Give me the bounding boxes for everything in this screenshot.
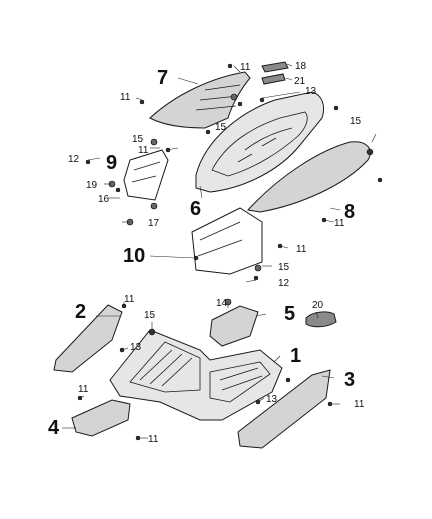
label-17: 17 [148,218,160,229]
part-2-left-side-panel [53,304,123,373]
label-13: 13 [130,342,142,353]
label-11: 11 [148,434,159,445]
label-21: 21 [294,76,306,87]
part-6-storage-compartment [195,91,325,193]
label-2: 2 [75,301,86,323]
label-3: 3 [344,369,355,391]
label-6: 6 [190,198,201,220]
label-11: 11 [124,294,135,305]
label-8: 8 [344,201,355,223]
label-11: 11 [138,145,149,156]
part-3-right-side-panel [237,369,331,449]
label-18: 18 [295,61,307,72]
part-7-front-cover [149,71,251,129]
leader-lines [62,63,377,439]
label-16: 16 [98,194,110,205]
part-10-front-panel [191,207,263,275]
part-5-small-cover [209,305,259,347]
label-11: 11 [240,62,251,73]
label-10: 10 [123,245,145,267]
label-15: 15 [278,262,290,273]
label-4: 4 [48,417,60,439]
label-11: 11 [78,384,89,395]
label-9: 9 [106,152,117,174]
label-12: 12 [278,278,290,289]
label-11: 11 [354,399,365,410]
part-8-side-cover [247,141,371,213]
label-1: 1 [290,345,301,367]
label-7: 7 [157,67,168,89]
label-12: 12 [68,154,80,165]
label-5: 5 [284,303,295,325]
part-21-trim [261,73,286,85]
part-1-floor-panel [109,329,283,421]
label-20: 20 [312,300,324,311]
label-15: 15 [350,116,362,127]
label-15: 15 [215,122,227,133]
fasteners [77,63,383,441]
part-20-cap [305,311,337,328]
part-4-lower-cover [71,399,131,437]
label-11: 11 [120,92,131,103]
label-14: 14 [216,298,228,309]
label-19: 19 [86,180,98,191]
part-9-inner-panel [123,149,169,201]
label-11: 11 [334,218,345,229]
part-18-trim [261,61,289,73]
label-11: 11 [296,244,307,255]
label-13: 13 [266,394,278,405]
label-15: 15 [144,310,156,321]
label-13: 13 [305,86,317,97]
label-15: 15 [132,134,144,145]
